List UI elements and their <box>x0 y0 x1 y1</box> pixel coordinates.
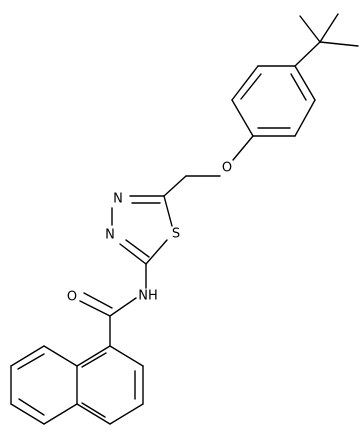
ether-linkage <box>163 135 254 197</box>
bond <box>119 243 147 265</box>
naphthalene <box>10 345 144 425</box>
bond <box>231 99 254 137</box>
bond <box>43 345 78 367</box>
bond <box>76 345 111 367</box>
bond <box>231 65 259 101</box>
bond-double-inner <box>81 402 106 418</box>
thiadiazole-ring <box>111 195 173 265</box>
bond <box>163 175 187 197</box>
bond <box>163 195 173 227</box>
atom-label-s: S <box>172 227 180 242</box>
bond <box>145 239 168 265</box>
bond <box>109 345 144 367</box>
bond <box>109 403 144 425</box>
bond-double-inner <box>125 239 150 258</box>
phenyl-ring <box>231 65 316 137</box>
bond <box>109 297 137 317</box>
bond <box>79 300 111 317</box>
atom-label-o-ether: O <box>222 161 232 176</box>
atom-label-n-1: N <box>113 192 123 207</box>
bond <box>294 99 316 137</box>
bond-double-inner <box>83 292 113 309</box>
amide-linkage <box>79 263 147 347</box>
atom-label-o-carbonyl: O <box>67 290 77 305</box>
bond-double-inner <box>290 73 307 101</box>
bond <box>319 13 339 43</box>
bond-double-inner <box>240 73 262 100</box>
bond <box>232 135 254 161</box>
bond <box>319 41 359 47</box>
bond <box>43 403 78 425</box>
bond <box>294 65 316 101</box>
bond <box>10 403 45 425</box>
bond-double-inner <box>81 352 107 368</box>
atom-label-nh: NH <box>138 289 158 304</box>
atom-labels: O N N S NH O <box>67 161 232 305</box>
bond-double-inner <box>18 398 45 416</box>
atom-label-n-2: N <box>105 228 115 243</box>
bond <box>299 15 321 43</box>
tert-butyl-group <box>294 13 359 67</box>
bond <box>76 403 111 425</box>
bond <box>294 41 321 67</box>
bond <box>10 345 45 367</box>
bond-double-inner <box>17 353 45 370</box>
